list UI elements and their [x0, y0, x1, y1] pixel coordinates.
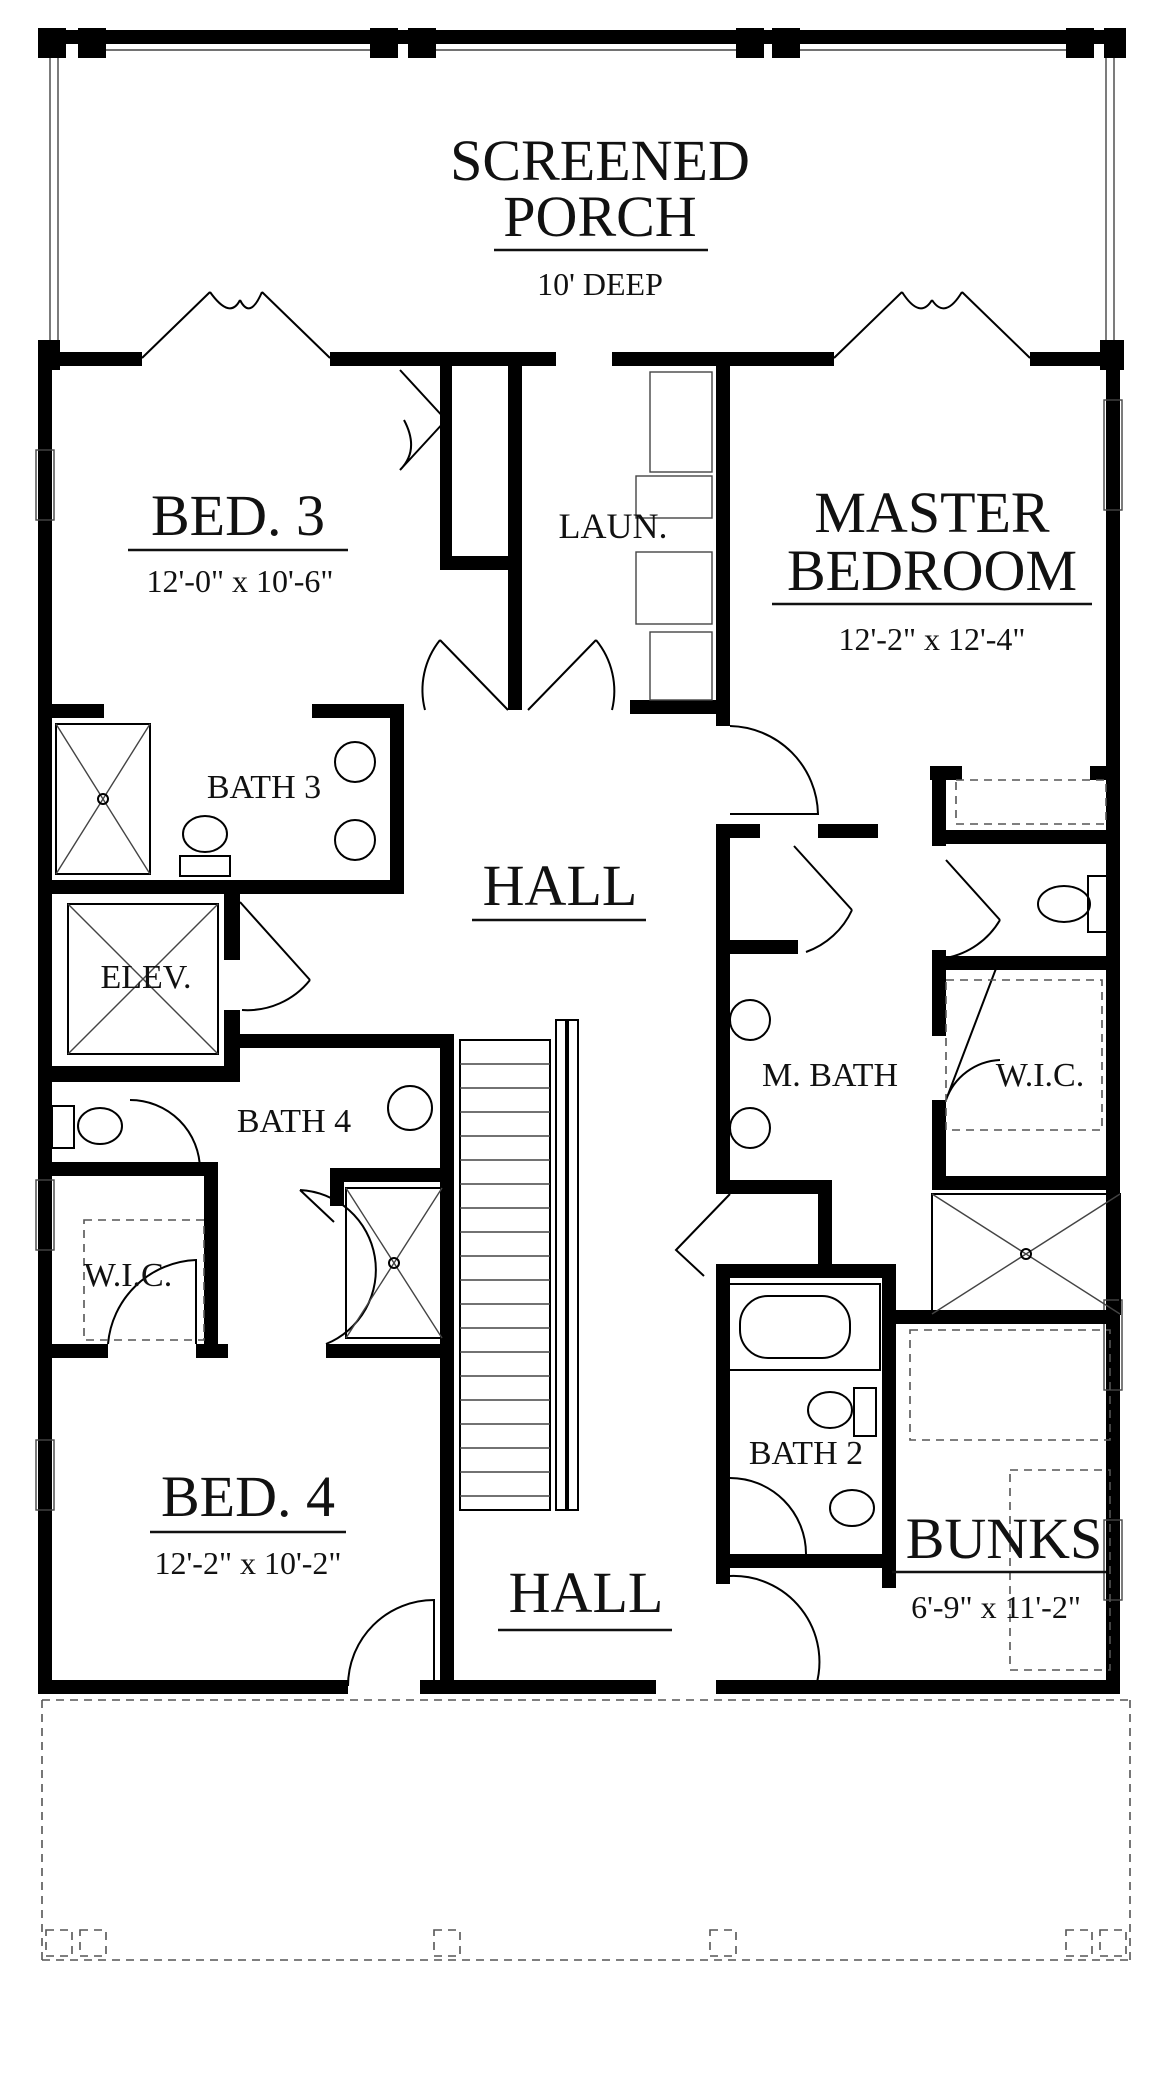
porch-name-line1: SCREENED: [450, 128, 750, 193]
master-wic-name: W.I.C.: [996, 1057, 1084, 1094]
bunks-dimension: 6'-9" x 11'-2": [911, 1589, 1081, 1625]
porch-dimension: 10' DEEP: [537, 266, 663, 302]
bath2-name: BATH 2: [749, 1435, 863, 1472]
bed4-name: BED. 4: [161, 1464, 335, 1529]
hall-upper-name: HALL: [483, 853, 638, 918]
front-porch: [41, 1699, 1131, 1961]
laundry-name: LAUN.: [559, 506, 668, 546]
master-bath-name: M. BATH: [762, 1057, 898, 1094]
fixtures: [51, 371, 1121, 1671]
master-name-line2: BEDROOM: [787, 538, 1077, 603]
porch-doors: [141, 291, 1031, 359]
master-dimension: 12'-2" x 12'-4": [839, 621, 1026, 657]
bed4-wic-name: W.I.C.: [84, 1257, 172, 1294]
bed4-dimension: 12'-2" x 10'-2": [155, 1545, 342, 1581]
room-labels: SCREENED PORCH 10' DEEP BED. 3 12'-0" x …: [84, 128, 1106, 1632]
bath4-name: BATH 4: [237, 1103, 351, 1140]
porch-name-line2: PORCH: [503, 184, 696, 249]
door-swings: [107, 369, 1001, 1687]
master-name-line1: MASTER: [814, 480, 1050, 545]
elevator-name: ELEV.: [101, 959, 192, 996]
bed3-dimension: 12'-0" x 10'-6": [147, 563, 334, 599]
bath3-name: BATH 3: [207, 769, 321, 806]
stair: [459, 1019, 579, 1511]
porch-structure: [38, 28, 1126, 340]
hall-lower-name: HALL: [509, 1560, 664, 1625]
bunks-name: BUNKS: [906, 1506, 1103, 1571]
bed3-name: BED. 3: [151, 483, 325, 548]
